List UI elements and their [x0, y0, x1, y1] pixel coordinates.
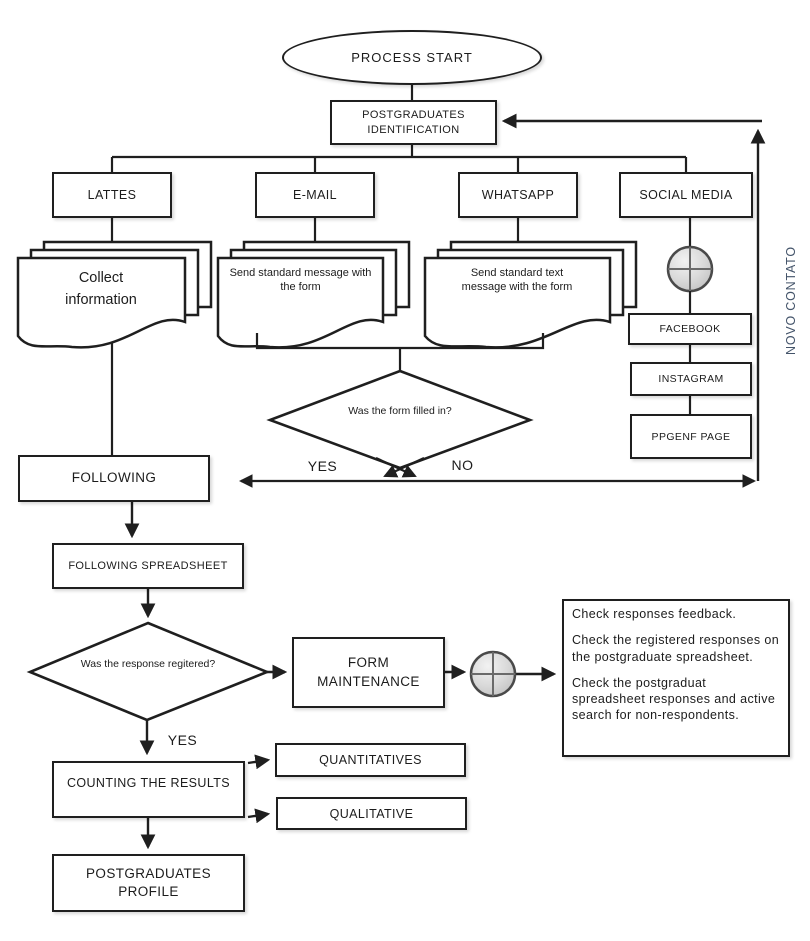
- lower-connectors: [124, 502, 156, 619]
- social-media-label: SOCIAL MEDIA: [639, 188, 733, 202]
- whatsapp-label: WHATSAPP: [481, 188, 555, 202]
- facebook-label: FACEBOOK: [659, 323, 721, 335]
- node-social-media: SOCIAL MEDIA: [619, 172, 753, 218]
- ppgenf-page-label: PPGENF PAGE: [651, 430, 731, 443]
- multidocument-email: [216, 240, 411, 349]
- following-label: FOLLOWING: [71, 470, 157, 486]
- node-facebook: FACEBOOK: [628, 313, 752, 345]
- node-postgraduates-profile: POSTGRADUATES PROFILE: [52, 854, 245, 912]
- decision-form-label: Was the form filled in?: [348, 405, 452, 417]
- top-connectors: [110, 85, 692, 250]
- document-collect-information-label: Collect information: [65, 270, 137, 308]
- results-connectors: [139, 720, 271, 850]
- decision-form-diamond: [266, 369, 534, 470]
- decision-form-branches: [238, 457, 757, 488]
- node-whatsapp: WHATSAPP: [458, 172, 578, 218]
- postgraduates-profile-label: POSTGRADUATES PROFILE: [86, 865, 211, 899]
- node-counting-results: COUNTING THE RESULTS: [52, 761, 245, 818]
- form-maintenance-label: FORM MAINTENANCE: [317, 655, 420, 689]
- node-postgraduates-identification: POSTGRADUATES IDENTIFICATION: [330, 100, 497, 145]
- connector-circle-social-cross: [668, 247, 712, 291]
- node-form-maintenance: FORM MAINTENANCE: [292, 637, 445, 708]
- lattes-label: LATTES: [87, 188, 137, 202]
- node-qualitative: QUALITATIVE: [276, 797, 467, 830]
- document-email-message-label: Send standard message with the form: [229, 267, 372, 294]
- notes-line-1: Check responses feedback.: [572, 607, 737, 621]
- notes-box: Check responses feedback. Check the regi…: [562, 599, 790, 757]
- notes-line-2: Check the registered responses on the po…: [572, 633, 780, 664]
- node-quantitatives: QUANTITATIVES: [275, 743, 466, 777]
- postgraduates-identification-label: POSTGRADUATES IDENTIFICATION: [362, 108, 465, 136]
- maintenance-connectors: [267, 664, 557, 682]
- node-instagram: INSTAGRAM: [630, 362, 752, 396]
- notes-line-3: Check the postgraduat spreadsheet respon…: [572, 675, 776, 723]
- decision-response-label: Was the response regitered?: [80, 658, 216, 670]
- process-start-label: PROCESS START: [351, 50, 473, 65]
- following-spreadsheet-label: FOLLOWING SPREADSHEET: [68, 559, 228, 572]
- node-ppgenf-page: PPGENF PAGE: [630, 414, 752, 459]
- email-label: E-MAIL: [292, 188, 338, 202]
- multidocument-collect: [16, 240, 213, 349]
- node-email: E-MAIL: [255, 172, 375, 218]
- node-following-spreadsheet: FOLLOWING SPREADSHEET: [52, 543, 244, 589]
- node-process-start: PROCESS START: [282, 30, 542, 85]
- decision-form-yes-label: YES: [307, 458, 338, 474]
- instagram-label: INSTAGRAM: [658, 373, 724, 385]
- node-following: FOLLOWING: [18, 455, 210, 502]
- decision-form-no-label: NO: [451, 457, 474, 473]
- node-lattes: LATTES: [52, 172, 172, 218]
- qualitative-label: QUALITATIVE: [329, 806, 414, 821]
- decision-response-yes-label: YES: [167, 732, 198, 748]
- quantitatives-label: QUANTITATIVES: [319, 753, 422, 767]
- multidocument-whatsapp: [423, 240, 638, 349]
- document-whatsapp-message-label: Send standard text message with the form: [461, 267, 573, 294]
- counting-results-label: COUNTING THE RESULTS: [66, 776, 231, 790]
- novo-contato-label: NOVO CONTATO: [784, 246, 798, 355]
- feedback-loop: [501, 113, 766, 481]
- connector-circle-maintenance-cross: [471, 652, 515, 696]
